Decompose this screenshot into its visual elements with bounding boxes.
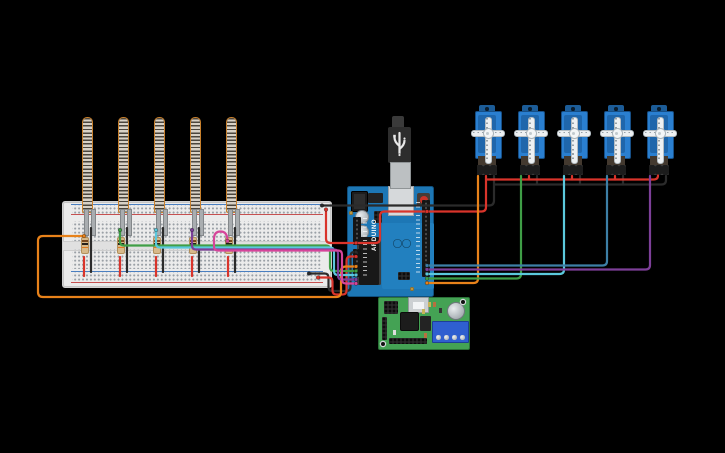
- servo-horn: [613, 117, 621, 164]
- usb-cable-stub: [392, 116, 404, 129]
- servo-connector: [606, 165, 626, 175]
- flex-sensor-5[interactable]: [226, 117, 240, 236]
- icsp-header: [398, 272, 410, 280]
- resistor-5[interactable]: [225, 237, 233, 254]
- servo-connector: [520, 165, 540, 175]
- breadboard-bottom-positive-line: [71, 281, 323, 283]
- flex-sensor-leg: [192, 209, 197, 236]
- flex-sensor-leg: [199, 209, 204, 236]
- flex-sensor-3[interactable]: [154, 117, 168, 236]
- pin-labels: [416, 202, 420, 276]
- mounting-hole: [410, 287, 414, 291]
- flex-sensor-leg: [127, 209, 132, 236]
- usb-plug[interactable]: [388, 127, 411, 163]
- servo-mount-tab: [479, 105, 495, 113]
- usb-b-port: [388, 186, 414, 216]
- servo-horn-holes: [658, 118, 660, 161]
- breadboard-grid-top-holes[interactable]: [72, 220, 322, 241]
- pcb-capacitor: [447, 302, 465, 320]
- servo-hub: [611, 128, 623, 139]
- mounting-hole: [381, 342, 385, 346]
- micro-servo-5[interactable]: [643, 105, 677, 177]
- flex-sensor-1[interactable]: [82, 117, 96, 236]
- servo-signal-wires[interactable]: [426, 174, 652, 285]
- micro-servo-4[interactable]: [600, 105, 634, 177]
- flex-sensor-body: [154, 117, 165, 213]
- terminal-block: [432, 321, 469, 343]
- micro-servo-2[interactable]: [514, 105, 548, 177]
- servo-horn: [484, 117, 492, 164]
- micro-servo-3[interactable]: [557, 105, 591, 177]
- servo-horn-holes: [486, 118, 488, 161]
- arduino-logo-text: ARDUINO: [372, 218, 378, 251]
- flex-sensor-leg: [120, 209, 125, 236]
- servo-horn-holes: [529, 118, 531, 161]
- mounting-hole: [349, 211, 353, 215]
- breadboard-grid-bottom-holes[interactable]: [72, 249, 322, 269]
- pcb-pin-header: [389, 338, 427, 344]
- smd-component: [433, 302, 436, 307]
- arduino-uno[interactable]: ARDUINO: [347, 186, 434, 297]
- servo-mount-tab: [651, 105, 667, 113]
- flex-sensor-leg: [228, 209, 233, 236]
- servo-mount-tab: [522, 105, 538, 113]
- barrel-jack: [351, 191, 368, 212]
- smd-component: [422, 309, 425, 314]
- usb-plug-shell: [390, 162, 411, 189]
- servo-mount-tab: [608, 105, 624, 113]
- servo-connector: [477, 165, 497, 175]
- digital-pin-header[interactable]: [422, 200, 430, 277]
- flex-sensor-body: [226, 117, 237, 213]
- pcb-ic-chip: [401, 313, 418, 330]
- servo-horn: [570, 117, 578, 164]
- servo-horn: [527, 117, 535, 164]
- analog-pin-header[interactable]: [353, 249, 361, 277]
- resistor-1[interactable]: [81, 237, 89, 254]
- servo-mount-tab: [565, 105, 581, 113]
- breadboard[interactable]: [62, 201, 332, 288]
- flex-sensor-body: [82, 117, 93, 213]
- flex-sensor-body: [118, 117, 129, 213]
- resistor-4[interactable]: [189, 237, 197, 254]
- smd-component: [428, 302, 431, 307]
- flex-sensor-leg: [84, 209, 89, 236]
- servo-horn: [656, 117, 664, 164]
- servo-hub: [525, 128, 537, 139]
- breadboard-top-positive-line: [71, 213, 323, 215]
- mini-usb-port: [408, 297, 429, 313]
- servo-hub: [482, 128, 494, 139]
- servo-connector: [563, 165, 583, 175]
- micro-servo-1[interactable]: [471, 105, 505, 177]
- pcb-pin-header: [384, 301, 398, 314]
- flex-sensor-leg: [156, 209, 161, 236]
- breadboard-bottom-rail-holes[interactable]: [72, 272, 322, 281]
- smd-component: [393, 330, 396, 335]
- flex-sensor-2[interactable]: [118, 117, 132, 236]
- resistor-2[interactable]: [117, 237, 125, 254]
- resistor-3[interactable]: [153, 237, 161, 254]
- servo-hub: [654, 128, 666, 139]
- servo-connector: [649, 165, 669, 175]
- power-pin-header[interactable]: [353, 217, 361, 245]
- flex-sensor-body: [190, 117, 201, 213]
- mounting-hole: [461, 300, 465, 304]
- pcb-ic-chip: [420, 316, 431, 331]
- flex-sensor-4[interactable]: [190, 117, 204, 236]
- servo-hub: [568, 128, 580, 139]
- pcb-pin-header: [382, 317, 387, 340]
- smd-component: [439, 308, 442, 313]
- smd-component: [424, 333, 427, 338]
- flex-sensor-leg: [91, 209, 96, 236]
- flex-sensor-leg: [235, 209, 240, 236]
- servo-horn-holes: [615, 118, 617, 161]
- pin-labels: [363, 218, 367, 278]
- servo-horn-holes: [572, 118, 574, 161]
- flex-sensor-leg: [163, 209, 168, 236]
- driver-pcb[interactable]: [378, 297, 470, 350]
